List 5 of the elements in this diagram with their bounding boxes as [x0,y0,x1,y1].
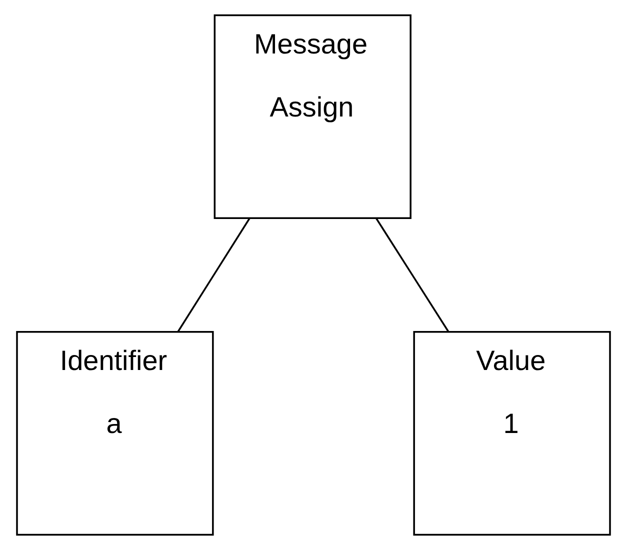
node-box: Value 1 [412,330,610,536]
node-box: Identifier a [16,330,214,536]
connector [375,218,449,332]
connector [176,218,250,332]
node-box: Message Assign [213,14,411,220]
